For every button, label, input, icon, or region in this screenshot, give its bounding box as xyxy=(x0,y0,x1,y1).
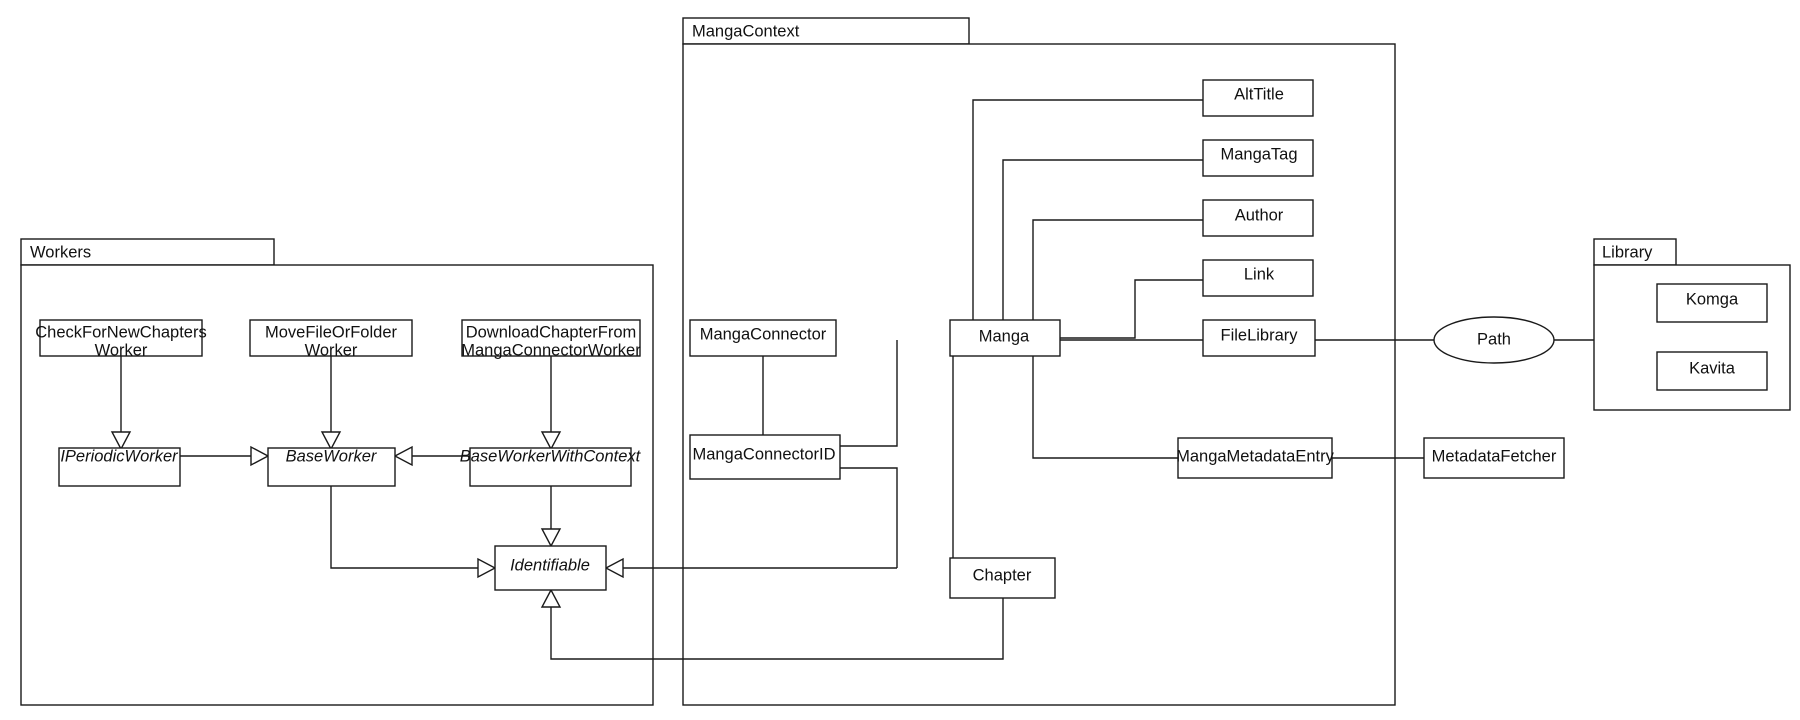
edge-manga-to-mangatag xyxy=(1002,159,1203,328)
edge-manga-to-link xyxy=(1060,279,1203,339)
arrowhead-identifiable-top xyxy=(540,528,562,548)
class-base-worker-label: BaseWorker xyxy=(286,447,378,465)
package-manga-context-tab xyxy=(682,17,970,45)
class-iperiodic-worker-label: IPeriodicWorker xyxy=(60,447,179,465)
class-check-for-new-chapters-worker: CheckForNewChapters Worker xyxy=(35,319,207,359)
class-move-file-or-folder-worker: MoveFileOrFolder Worker xyxy=(249,319,413,359)
class-kavita-box xyxy=(1656,351,1768,391)
class-manga-connector-id-box xyxy=(689,434,841,480)
arrowhead-baseworker-left xyxy=(250,445,270,467)
class-check-for-new-chapters-worker-box xyxy=(39,319,203,357)
class-iperiodic-worker: IPeriodicWorker xyxy=(58,447,181,487)
class-komga: Komga xyxy=(1656,283,1768,323)
class-chapter: Chapter xyxy=(949,557,1056,599)
class-download-chapter-from-manga-connector-worker-label-1: DownloadChapterFrom xyxy=(466,323,637,341)
class-move-file-or-folder-worker-label-1: MoveFileOrFolder xyxy=(265,323,398,341)
class-identifiable: Identifiable xyxy=(494,545,607,591)
class-link: Link xyxy=(1202,259,1314,297)
edge-manga-to-alttitle xyxy=(972,99,1203,328)
class-author: Author xyxy=(1202,199,1314,237)
class-download-chapter-from-manga-connector-worker-box xyxy=(461,319,641,357)
package-manga-context-label: MangaContext xyxy=(692,22,800,40)
class-link-label: Link xyxy=(1244,265,1275,283)
class-chapter-label: Chapter xyxy=(973,566,1032,584)
edge-mangaconnectorid-to-manga xyxy=(840,340,898,447)
class-komga-box xyxy=(1656,283,1768,323)
class-alt-title: AltTitle xyxy=(1202,79,1314,117)
class-download-chapter-from-manga-connector-worker: DownloadChapterFrom MangaConnectorWorker xyxy=(461,319,641,359)
edge-manga-to-mangametadataentry xyxy=(1032,355,1178,459)
class-manga-metadata-entry: MangaMetadataEntry xyxy=(1176,437,1335,479)
class-author-box xyxy=(1202,199,1314,237)
class-manga-label: Manga xyxy=(979,327,1030,345)
class-iperiodic-worker-box xyxy=(58,447,181,487)
class-manga: Manga xyxy=(949,319,1061,357)
class-komga-label: Komga xyxy=(1686,290,1739,308)
class-manga-tag-box xyxy=(1202,139,1314,177)
class-manga-box xyxy=(949,319,1061,357)
class-alt-title-label: AltTitle xyxy=(1234,85,1284,103)
edge-manga-to-author xyxy=(1032,219,1203,328)
class-link-box xyxy=(1202,259,1314,297)
class-base-worker-with-context-box xyxy=(469,447,632,487)
class-check-for-new-chapters-worker-label-1: CheckForNewChapters xyxy=(35,323,206,341)
class-identifiable-label: Identifiable xyxy=(510,556,590,574)
class-metadata-fetcher-box xyxy=(1423,437,1565,479)
class-metadata-fetcher: MetadataFetcher xyxy=(1423,437,1565,479)
class-kavita: Kavita xyxy=(1656,351,1768,391)
class-move-file-or-folder-worker-label-2: Worker xyxy=(305,341,358,359)
package-workers-label: Workers xyxy=(30,243,91,261)
arrowhead-identifiable-right xyxy=(604,557,624,579)
arrowhead-baseworkerwithcontext-top xyxy=(540,431,562,451)
class-chapter-box xyxy=(949,557,1056,599)
class-file-library: FileLibrary xyxy=(1202,319,1316,357)
class-base-worker: BaseWorker xyxy=(267,447,396,487)
class-manga-metadata-entry-box xyxy=(1177,437,1333,479)
class-manga-tag-label: MangaTag xyxy=(1220,145,1297,163)
class-metadata-fetcher-label: MetadataFetcher xyxy=(1432,447,1557,465)
class-file-library-label: FileLibrary xyxy=(1220,326,1298,344)
node-path: Path xyxy=(1433,316,1555,364)
package-library-label: Library xyxy=(1602,243,1653,261)
class-identifiable-box xyxy=(494,545,607,591)
arrowhead-baseworker-right xyxy=(393,445,413,467)
class-manga-connector: MangaConnector xyxy=(689,319,837,357)
package-manga-context: MangaContext xyxy=(682,17,1396,706)
class-check-for-new-chapters-worker-label-2: Worker xyxy=(95,341,148,359)
class-author-label: Author xyxy=(1235,206,1284,224)
edge-mangaconnectorid-to-chapter xyxy=(840,467,898,568)
class-base-worker-box xyxy=(267,447,396,487)
edge-chapter-to-identifiable xyxy=(550,598,1004,660)
node-path-label: Path xyxy=(1477,330,1511,348)
class-manga-tag: MangaTag xyxy=(1202,139,1314,177)
class-manga-metadata-entry-label: MangaMetadataEntry xyxy=(1176,447,1335,465)
class-manga-connector-box xyxy=(689,319,837,357)
class-move-file-or-folder-worker-box xyxy=(249,319,413,357)
edge-baseworker-to-identifiable xyxy=(330,478,481,569)
class-kavita-label: Kavita xyxy=(1689,359,1736,377)
package-workers-tab xyxy=(20,238,275,266)
class-manga-connector-id-label: MangaConnectorID xyxy=(692,445,835,463)
class-manga-connector-label: MangaConnector xyxy=(700,325,827,343)
class-download-chapter-from-manga-connector-worker-label-2: MangaConnectorWorker xyxy=(461,341,641,359)
node-path-ellipse xyxy=(1433,316,1555,364)
arrowhead-identifiable-bottom xyxy=(540,588,562,608)
arrowhead-iperiodic-top xyxy=(110,431,132,451)
class-base-worker-with-context-label: BaseWorkerWithContext xyxy=(460,447,642,465)
class-alt-title-box xyxy=(1202,79,1314,117)
class-file-library-box xyxy=(1202,319,1316,357)
arrowhead-baseworker-top xyxy=(320,431,342,451)
class-base-worker-with-context: BaseWorkerWithContext xyxy=(460,447,642,487)
class-manga-connector-id: MangaConnectorID xyxy=(689,434,841,480)
arrowhead-identifiable-left xyxy=(477,557,497,579)
